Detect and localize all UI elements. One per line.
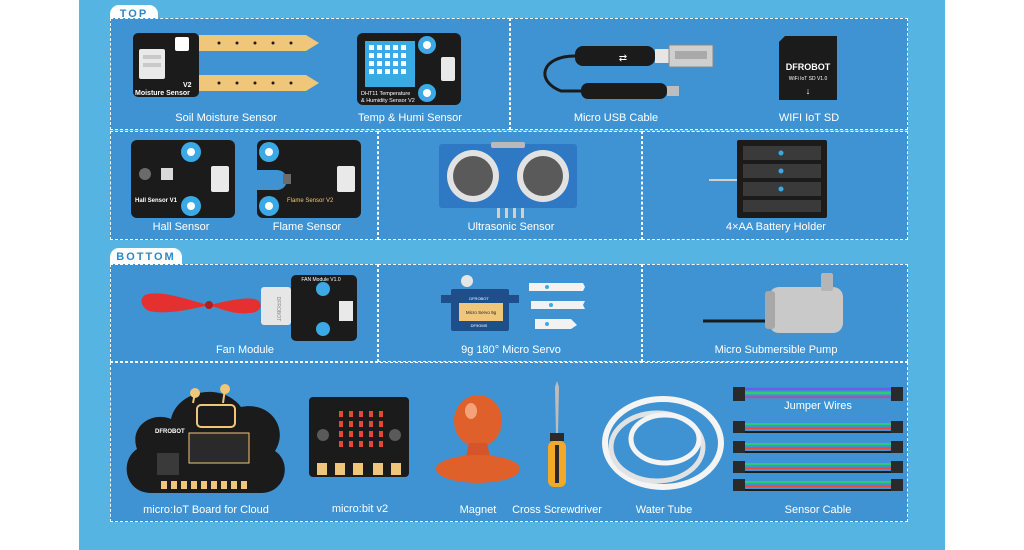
sd-card-brand: DFROBOT (786, 62, 831, 72)
ultrasonic-sensor-image (439, 142, 577, 218)
fan-module-label: Fan Module (215, 344, 275, 356)
flame-sensor-image: Flame Sensor V2 (257, 140, 361, 218)
hall-sensor-label: Hall Sensor (152, 221, 210, 233)
sensor-cable-label: Sensor Cable (784, 504, 852, 516)
battery-holder-image (709, 140, 827, 218)
micro-servo-label: 9g 180° Micro Servo (461, 344, 561, 356)
iot-board-brand: DFROBOT (155, 429, 185, 435)
svg-text:⇄: ⇄ (619, 53, 627, 64)
servo-board-name: Micro Servo 9g (466, 310, 497, 315)
submersible-pump-label: Micro Submersible Pump (714, 344, 838, 356)
wifi-iot-sd-label: WIFI IoT SD (778, 112, 840, 124)
servo-board-model: DF9GMS (471, 323, 488, 328)
microiot-board-image: DFROBOT (126, 384, 285, 493)
submersible-pump-image (703, 273, 843, 333)
svg-text:↓: ↓ (806, 86, 811, 96)
soil-moisture-sensor-image: V2 Moisture Sensor (133, 33, 319, 97)
jumper-wires-label: Jumper Wires (784, 400, 852, 412)
section-tag-bottom: BOTTOM (110, 248, 182, 267)
micro-usb-cable-label: Micro USB Cable (573, 112, 659, 124)
item-box-usb-sd: ⇄ DFROBOT WiFi IoT SD V1.0 ↓ Micro USB C… (510, 18, 908, 130)
water-tube-label: Water Tube (635, 504, 693, 516)
water-tube-image (602, 396, 724, 490)
micro-usb-cable-image: ⇄ (543, 44, 714, 99)
kit-panel: TOP BOTTOM V2 Moisture Sensor (79, 0, 945, 550)
hall-board-name: Hall Sensor V1 (135, 198, 178, 204)
soil-moisture-sensor-label: Soil Moisture Sensor (175, 112, 277, 124)
fan-module-image: FAN Module V1.0 DFROBOT (141, 275, 357, 341)
magnet-label: Magnet (459, 504, 497, 516)
micro-servo-image: DFROBOT Micro Servo 9g DF9GMS (441, 275, 585, 331)
magnet-image (436, 395, 520, 483)
item-box-fan: FAN Module V1.0 DFROBOT Fan Module (110, 264, 378, 362)
item-box-hall-flame: Hall Sensor V1 Flame Sensor V2 Hall Sens… (110, 131, 378, 240)
flame-sensor-label: Flame Sensor (272, 221, 342, 233)
servo-board-brand: DFROBOT (469, 296, 489, 301)
sd-card-model: WiFi IoT SD V1.0 (789, 76, 828, 82)
jumper-wires-image (733, 387, 903, 401)
cross-screwdriver-label: Cross Screwdriver (512, 504, 602, 516)
item-box-soil-temp: V2 Moisture Sensor DHT11 Temperature & H… (110, 18, 510, 130)
temp-humi-sensor-label: Temp & Humi Sensor (358, 112, 462, 124)
fan-board-brand: DFROBOT (275, 297, 281, 321)
sensor-cable-image (733, 421, 903, 491)
item-box-servo: DFROBOT Micro Servo 9g DF9GMS 9g 180° Mi… (378, 264, 642, 362)
dht-board-line1: DHT11 Temperature (361, 91, 410, 97)
battery-holder-label: 4×AA Battery Holder (726, 221, 826, 233)
microiot-board-label: micro:IoT Board for Cloud (143, 504, 269, 516)
item-box-bottom-tools: DFROBOT (110, 362, 908, 522)
temp-humi-sensor-image: DHT11 Temperature & Humidity Sensor V2 (357, 33, 461, 105)
item-box-pump: Micro Submersible Pump (642, 264, 908, 362)
soil-board-name: Moisture Sensor (135, 90, 190, 97)
soil-board-version: V2 (183, 82, 192, 89)
item-box-battery: 4×AA Battery Holder (642, 131, 908, 240)
item-box-ultrasonic: Ultrasonic Sensor (378, 131, 642, 240)
fan-board-name: FAN Module V1.0 (301, 277, 340, 283)
flame-board-name: Flame Sensor V2 (287, 198, 334, 204)
wifi-iot-sd-image: DFROBOT WiFi IoT SD V1.0 ↓ (779, 36, 837, 100)
ultrasonic-sensor-label: Ultrasonic Sensor (467, 221, 555, 233)
microbit-label: micro:bit v2 (331, 503, 389, 515)
microbit-image (309, 397, 409, 477)
cross-screwdriver-image (548, 381, 566, 487)
hall-sensor-image: Hall Sensor V1 (131, 140, 235, 218)
dht-board-line2: & Humidity Sensor V2 (361, 98, 415, 104)
